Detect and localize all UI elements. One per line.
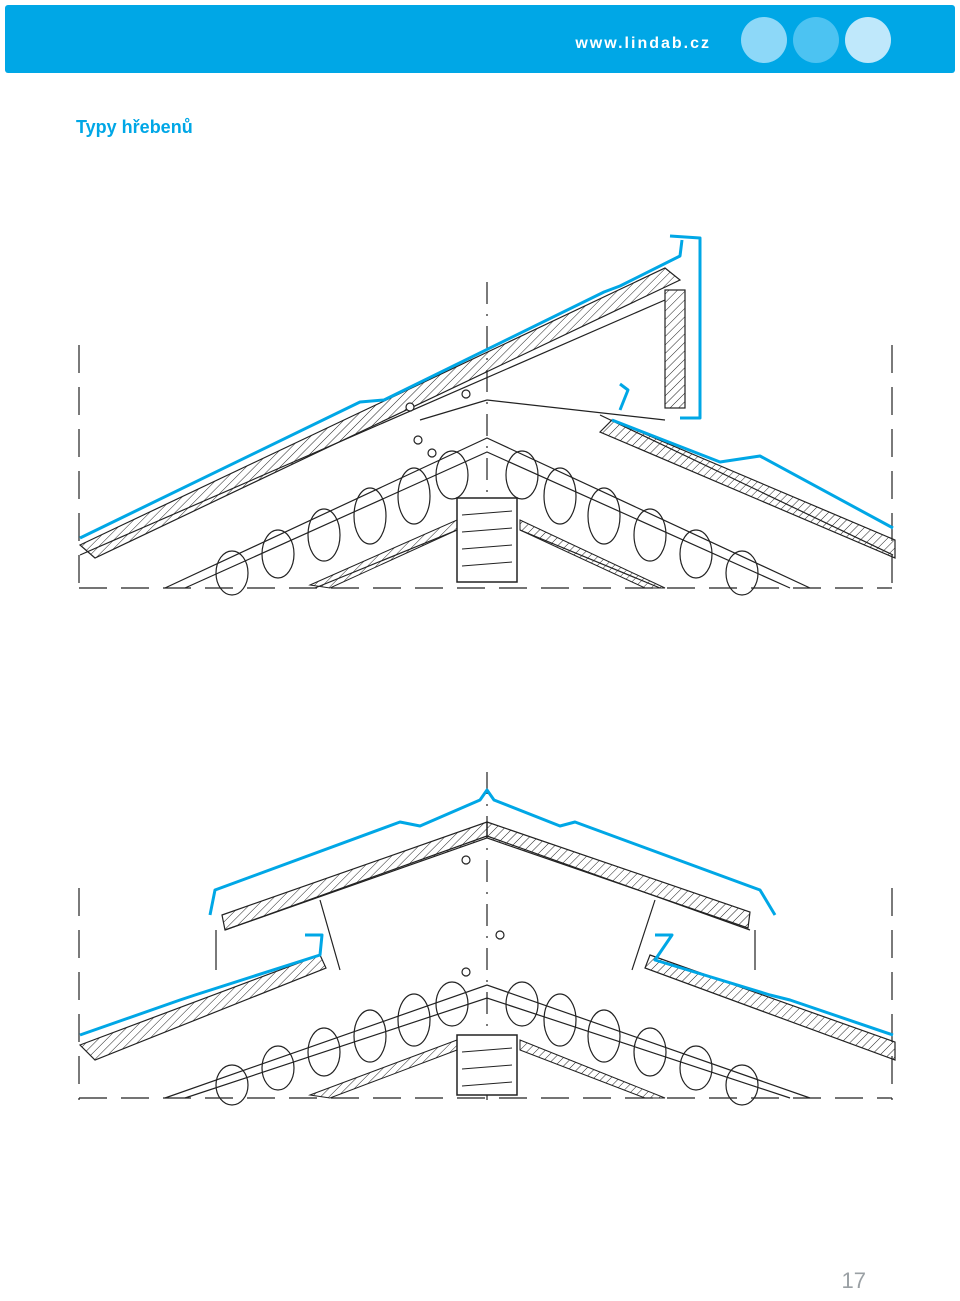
ridge-drawing-bottom (78, 772, 896, 1106)
decor-circle-icon (845, 17, 891, 63)
page-number: 17 (841, 1268, 866, 1293)
page-title: Typy hřebenů (76, 117, 193, 137)
ridge-drawing-top (78, 234, 896, 596)
header-banner: www.lindab.cz (5, 5, 955, 73)
decor-circle-icon (741, 17, 787, 63)
decor-circle-icon (793, 17, 839, 63)
site-url[interactable]: www.lindab.cz (575, 35, 711, 52)
